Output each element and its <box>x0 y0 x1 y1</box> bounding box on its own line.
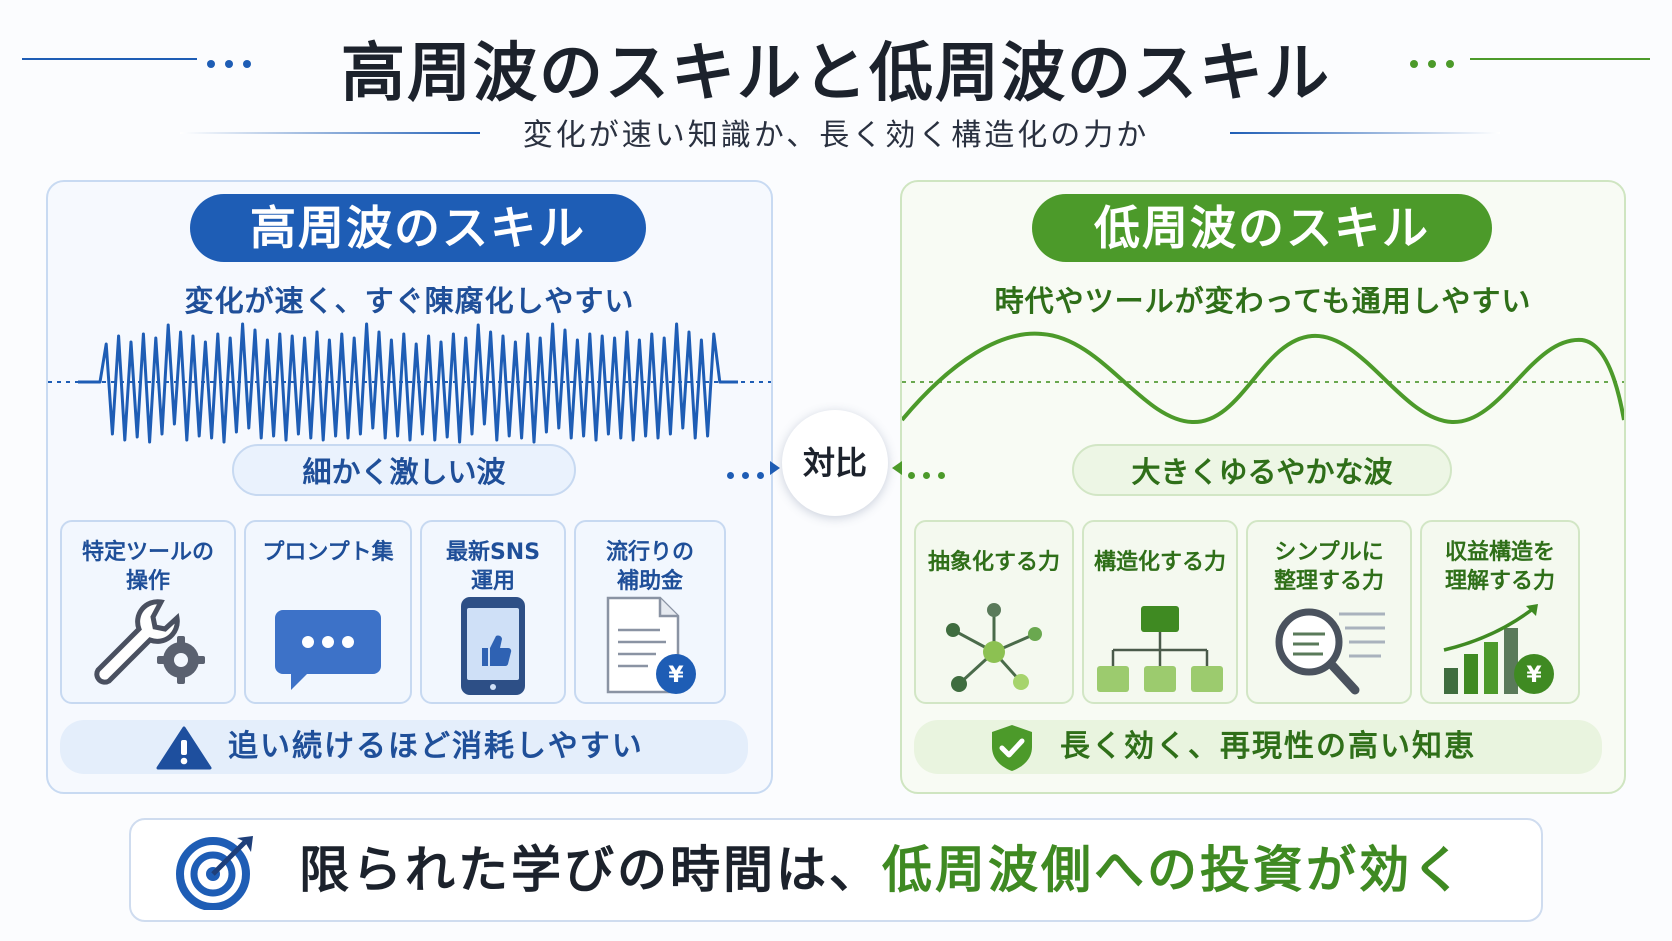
card-structuring: 構造化する力 <box>1082 520 1238 704</box>
card-simplify: シンプルに 整理する力 <box>1246 520 1412 704</box>
low-frequency-footer: 長く効く、再現性の高い知恵 <box>914 720 1602 774</box>
svg-text:¥: ¥ <box>668 663 684 688</box>
header-dots-left <box>202 53 256 72</box>
card-label: シンプルに 整理する力 <box>1273 540 1384 594</box>
header-dots-right <box>1405 53 1459 72</box>
card-trending-subsidy: 流行りの 補助金 ¥ <box>574 520 726 704</box>
card-label: 流行りの 補助金 <box>605 540 694 594</box>
contrast-arrow-right <box>892 461 902 475</box>
card-label: 構造化する力 <box>1093 550 1226 575</box>
warning-icon <box>156 726 212 770</box>
contrast-dots-left <box>723 464 768 483</box>
header-line-left <box>22 58 197 60</box>
conclusion-box: 限られた学びの時間は、低周波側への投資が効く <box>129 818 1543 922</box>
high-frequency-footer: 追い続けるほど消耗しやすい <box>60 720 748 774</box>
card-latest-sns: 最新SNS 運用 <box>420 520 566 704</box>
page-subtitle: 変化が速い知識か、長く効く構造化の力か <box>522 118 1150 153</box>
high-frequency-wave-label: 細かく激しい波 <box>232 444 576 496</box>
card-label: 最新SNS 運用 <box>445 540 541 594</box>
contrast-arrow-left <box>770 461 780 475</box>
high-frequency-wave <box>48 322 771 444</box>
card-revenue-structure: 収益構造を 理解する力 ¥ <box>1420 520 1580 704</box>
smartphone-thumbs-up-icon <box>461 597 525 695</box>
chat-bubble-icon <box>275 610 381 690</box>
low-frequency-subtitle: 時代やツールが変わっても通用しやすい <box>994 284 1532 318</box>
high-frequency-subtitle: 変化が速く、すぐ陳腐化しやすい <box>184 284 635 318</box>
header-line-right <box>1470 58 1650 60</box>
card-tool-operation: 特定ツールの 操作 <box>60 520 236 704</box>
subtitle-line-left <box>180 132 480 134</box>
card-prompt-collection: プロンプト集 <box>244 520 412 704</box>
wrench-gear-icon <box>94 599 205 685</box>
shield-check-icon <box>992 725 1032 771</box>
card-label: 抽象化する力 <box>927 550 1060 575</box>
card-label: プロンプト集 <box>262 540 394 565</box>
conclusion-text: 限られた学びの時間は、低周波側への投資が効く <box>299 820 1465 920</box>
high-frequency-footer-text: 追い続けるほど消耗しやすい <box>228 729 644 764</box>
network-nodes-icon <box>946 603 1042 692</box>
low-frequency-wave-label: 大きくゆるやかな波 <box>1072 444 1452 496</box>
low-frequency-wave <box>902 331 1624 425</box>
document-yen-icon: ¥ <box>606 596 696 694</box>
low-frequency-panel: 低周波のスキル 時代やツールが変わっても通用しやすい 大きくゆるやかな波 抽象化… <box>900 180 1626 794</box>
card-label: 収益構造を 理解する力 <box>1444 540 1555 594</box>
low-frequency-footer-text: 長く効く、再現性の高い知恵 <box>1060 729 1476 764</box>
subtitle-line-right <box>1230 132 1500 134</box>
high-frequency-panel: 高周波のスキル 変化が速く、すぐ陳腐化しやすい 細かく激しい波 特定ツールの 操… <box>46 180 773 794</box>
contrast-dots-right <box>904 464 949 483</box>
conclusion-text-dark: 限られた学びの時間は、 <box>299 841 882 899</box>
hierarchy-icon <box>1097 606 1223 692</box>
page-title: 高周波のスキルと低周波のスキル <box>341 37 1331 111</box>
card-label: 特定ツールの 操作 <box>81 540 214 594</box>
high-frequency-title: 高周波のスキル <box>190 194 646 262</box>
svg-text:¥: ¥ <box>1526 663 1542 688</box>
bar-chart-yen-icon: ¥ <box>1443 604 1554 694</box>
card-abstraction: 抽象化する力 <box>914 520 1074 704</box>
target-icon <box>176 836 253 910</box>
conclusion-text-green: 低周波側への投資が効く <box>882 841 1465 899</box>
low-frequency-title: 低周波のスキル <box>1032 194 1492 262</box>
magnifier-icon <box>1275 608 1385 695</box>
contrast-badge: 対比 <box>782 410 888 516</box>
